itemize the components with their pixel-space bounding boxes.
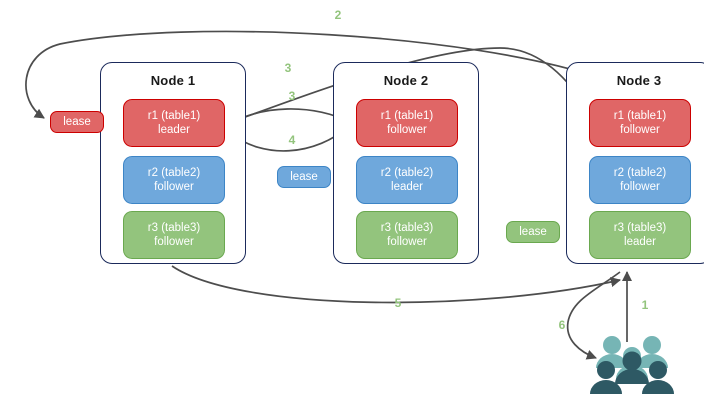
node-3-title: Node 3 — [616, 73, 662, 88]
edge-label-6: 6 — [558, 318, 566, 332]
lease-badge-blue[interactable]: lease — [277, 166, 331, 188]
node-3-replica-r1-role: follower — [620, 124, 660, 136]
node-3-replica-r3[interactable]: r3 (table3) leader — [589, 211, 691, 259]
node-3-replica-r2-role: follower — [620, 181, 660, 193]
node-2-replica-r1[interactable]: r1 (table1) follower — [356, 99, 458, 147]
node-2-replica-r1-name: r1 (table1) — [380, 110, 434, 122]
node-1-title: Node 1 — [150, 73, 196, 88]
people-group-icon[interactable] — [590, 334, 674, 396]
node-3-replica-r1-name: r1 (table1) — [613, 110, 667, 122]
edge-label-4: 4 — [288, 133, 296, 147]
node-1-container[interactable]: Node 1 r1 (table1) leader r2 (table2) fo… — [100, 62, 246, 264]
node-3-replica-r2-name: r2 (table2) — [613, 167, 667, 179]
node-1-replica-r1-name: r1 (table1) — [147, 110, 201, 122]
node-1-replica-r3[interactable]: r3 (table3) follower — [123, 211, 225, 259]
edge-label-3-lower: 3 — [288, 89, 296, 103]
edge-label-3-upper: 3 — [284, 61, 292, 75]
node-1-replica-r2-name: r2 (table2) — [147, 167, 201, 179]
node-3-replica-r3-name: r3 (table3) — [613, 222, 667, 234]
node-1-replica-r1-role: leader — [158, 124, 190, 136]
edge-label-1: 1 — [641, 298, 649, 312]
node-1-replica-r3-name: r3 (table3) — [147, 222, 201, 234]
node-2-replica-r2-name: r2 (table2) — [380, 167, 434, 179]
node-3-container[interactable]: Node 3 r1 (table1) follower r2 (table2) … — [566, 62, 704, 264]
node-2-replica-r2[interactable]: r2 (table2) leader — [356, 156, 458, 204]
edge-label-2: 2 — [334, 8, 342, 22]
node-1-replica-r2[interactable]: r2 (table2) follower — [123, 156, 225, 204]
node-1-replica-r2-role: follower — [154, 181, 194, 193]
lease-badge-green[interactable]: lease — [506, 221, 560, 243]
node-3-replica-r3-role: leader — [624, 236, 656, 248]
node-3-replica-r2[interactable]: r2 (table2) follower — [589, 156, 691, 204]
node-1-replica-r3-role: follower — [154, 236, 194, 248]
node-2-replica-r3-name: r3 (table3) — [380, 222, 434, 234]
edge-label-5: 5 — [394, 296, 402, 310]
node-2-title: Node 2 — [383, 73, 429, 88]
node-1-replica-r1[interactable]: r1 (table1) leader — [123, 99, 225, 147]
lease-badge-red[interactable]: lease — [50, 111, 104, 133]
node-2-replica-r3[interactable]: r3 (table3) follower — [356, 211, 458, 259]
node-2-replica-r3-role: follower — [387, 236, 427, 248]
node-3-replica-r1[interactable]: r1 (table1) follower — [589, 99, 691, 147]
node-2-container[interactable]: Node 2 r1 (table1) follower r2 (table2) … — [333, 62, 479, 264]
node-2-replica-r2-role: leader — [391, 181, 423, 193]
node-2-replica-r1-role: follower — [387, 124, 427, 136]
